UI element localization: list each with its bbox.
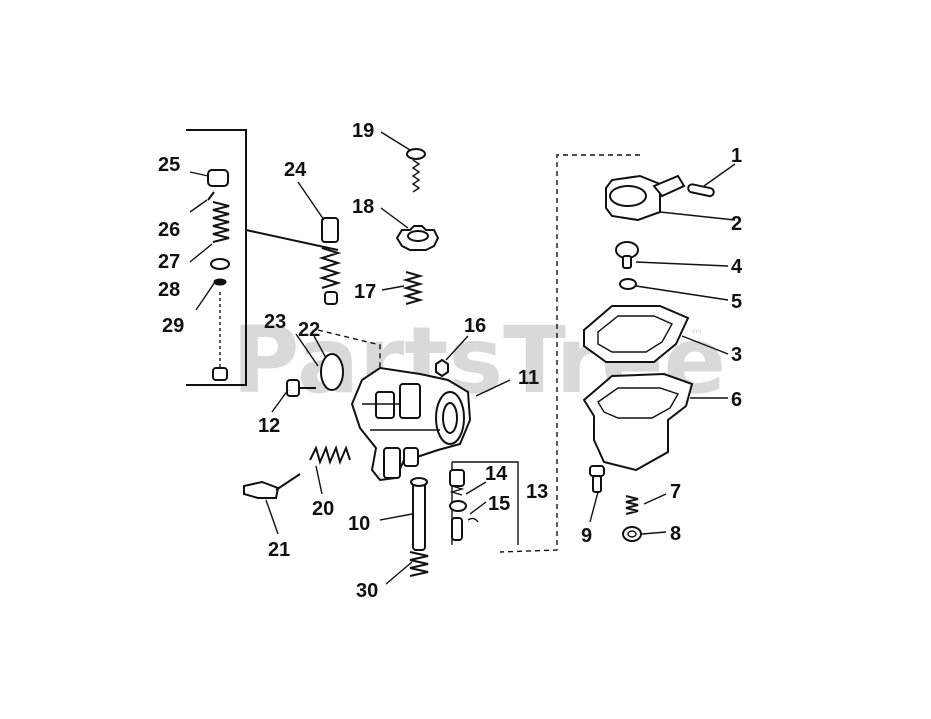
- part-12-screw: [286, 379, 316, 397]
- callout-24: 24: [284, 159, 307, 181]
- callout-2: 2: [731, 213, 742, 235]
- part-1-pin: [687, 183, 715, 198]
- part-14-jet: [449, 469, 465, 496]
- part-11-carburetor-body: [350, 366, 472, 482]
- callout-21: 21: [268, 539, 290, 561]
- part-8-nut: [622, 526, 642, 542]
- part-28-washer: [210, 258, 230, 270]
- callout-22: 22: [298, 319, 320, 341]
- part-3-gasket: [583, 305, 690, 363]
- part-30-spring: [409, 551, 429, 577]
- right-group-dashed-bracket: [499, 154, 640, 553]
- callout-25: 25: [158, 154, 180, 176]
- callout-26: 26: [158, 219, 180, 241]
- callout-15: 15: [488, 493, 510, 515]
- part-5-washer: [619, 278, 637, 290]
- part-21-lever: [243, 473, 301, 499]
- callout-16: 16: [464, 315, 486, 337]
- part-18-gear: [395, 225, 440, 251]
- part-16-nut: [435, 358, 449, 378]
- callout-17: 17: [354, 281, 376, 303]
- callout-27: 27: [158, 251, 180, 273]
- part-24-needle-valve: [318, 217, 342, 305]
- callout-9: 9: [581, 525, 592, 547]
- part-6-float-bowl: [582, 372, 694, 472]
- part-4-needle: [615, 241, 639, 269]
- part-15-washer: [449, 500, 479, 541]
- part-25-cap: [207, 169, 229, 187]
- callout-7: 7: [670, 481, 681, 503]
- callout-13: 13: [526, 481, 548, 503]
- callout-18: 18: [352, 196, 374, 218]
- part-7-spring: [625, 495, 639, 515]
- callout-1: 1: [731, 145, 742, 167]
- alignment-dashes: [317, 329, 381, 370]
- callout-6: 6: [731, 389, 742, 411]
- part-10-shaft: [410, 477, 428, 551]
- callout-12: 12: [258, 415, 280, 437]
- part-26-pin: [207, 191, 215, 201]
- callout-28: 28: [158, 279, 180, 301]
- part-17-spring: [402, 271, 424, 305]
- callout-10: 10: [348, 513, 370, 535]
- callout-14: 14: [485, 463, 508, 485]
- callout-labels: 1 2 3 4 5 6 7 8 9 10 11 12 13 14 15 16 1…: [158, 120, 743, 602]
- part-20-spring: [309, 445, 351, 465]
- callout-23: 23: [264, 311, 286, 333]
- leader-lines: [189, 131, 736, 585]
- callout-5: 5: [731, 291, 742, 313]
- callout-4: 4: [731, 256, 743, 278]
- part-19-screw: [406, 148, 426, 193]
- left-group-bracket: [186, 129, 339, 386]
- callout-19: 19: [352, 120, 374, 142]
- part-22-disc: [320, 353, 344, 391]
- part-9-bolt: [589, 465, 605, 493]
- callout-8: 8: [670, 523, 681, 545]
- callout-30: 30: [356, 580, 378, 602]
- callout-20: 20: [312, 498, 334, 520]
- callout-11: 11: [518, 367, 539, 389]
- callout-3: 3: [731, 344, 742, 366]
- part-2-float: [605, 174, 686, 222]
- callout-29: 29: [162, 315, 184, 337]
- part-29-ring: [212, 278, 228, 381]
- part-27-spring: [212, 201, 230, 243]
